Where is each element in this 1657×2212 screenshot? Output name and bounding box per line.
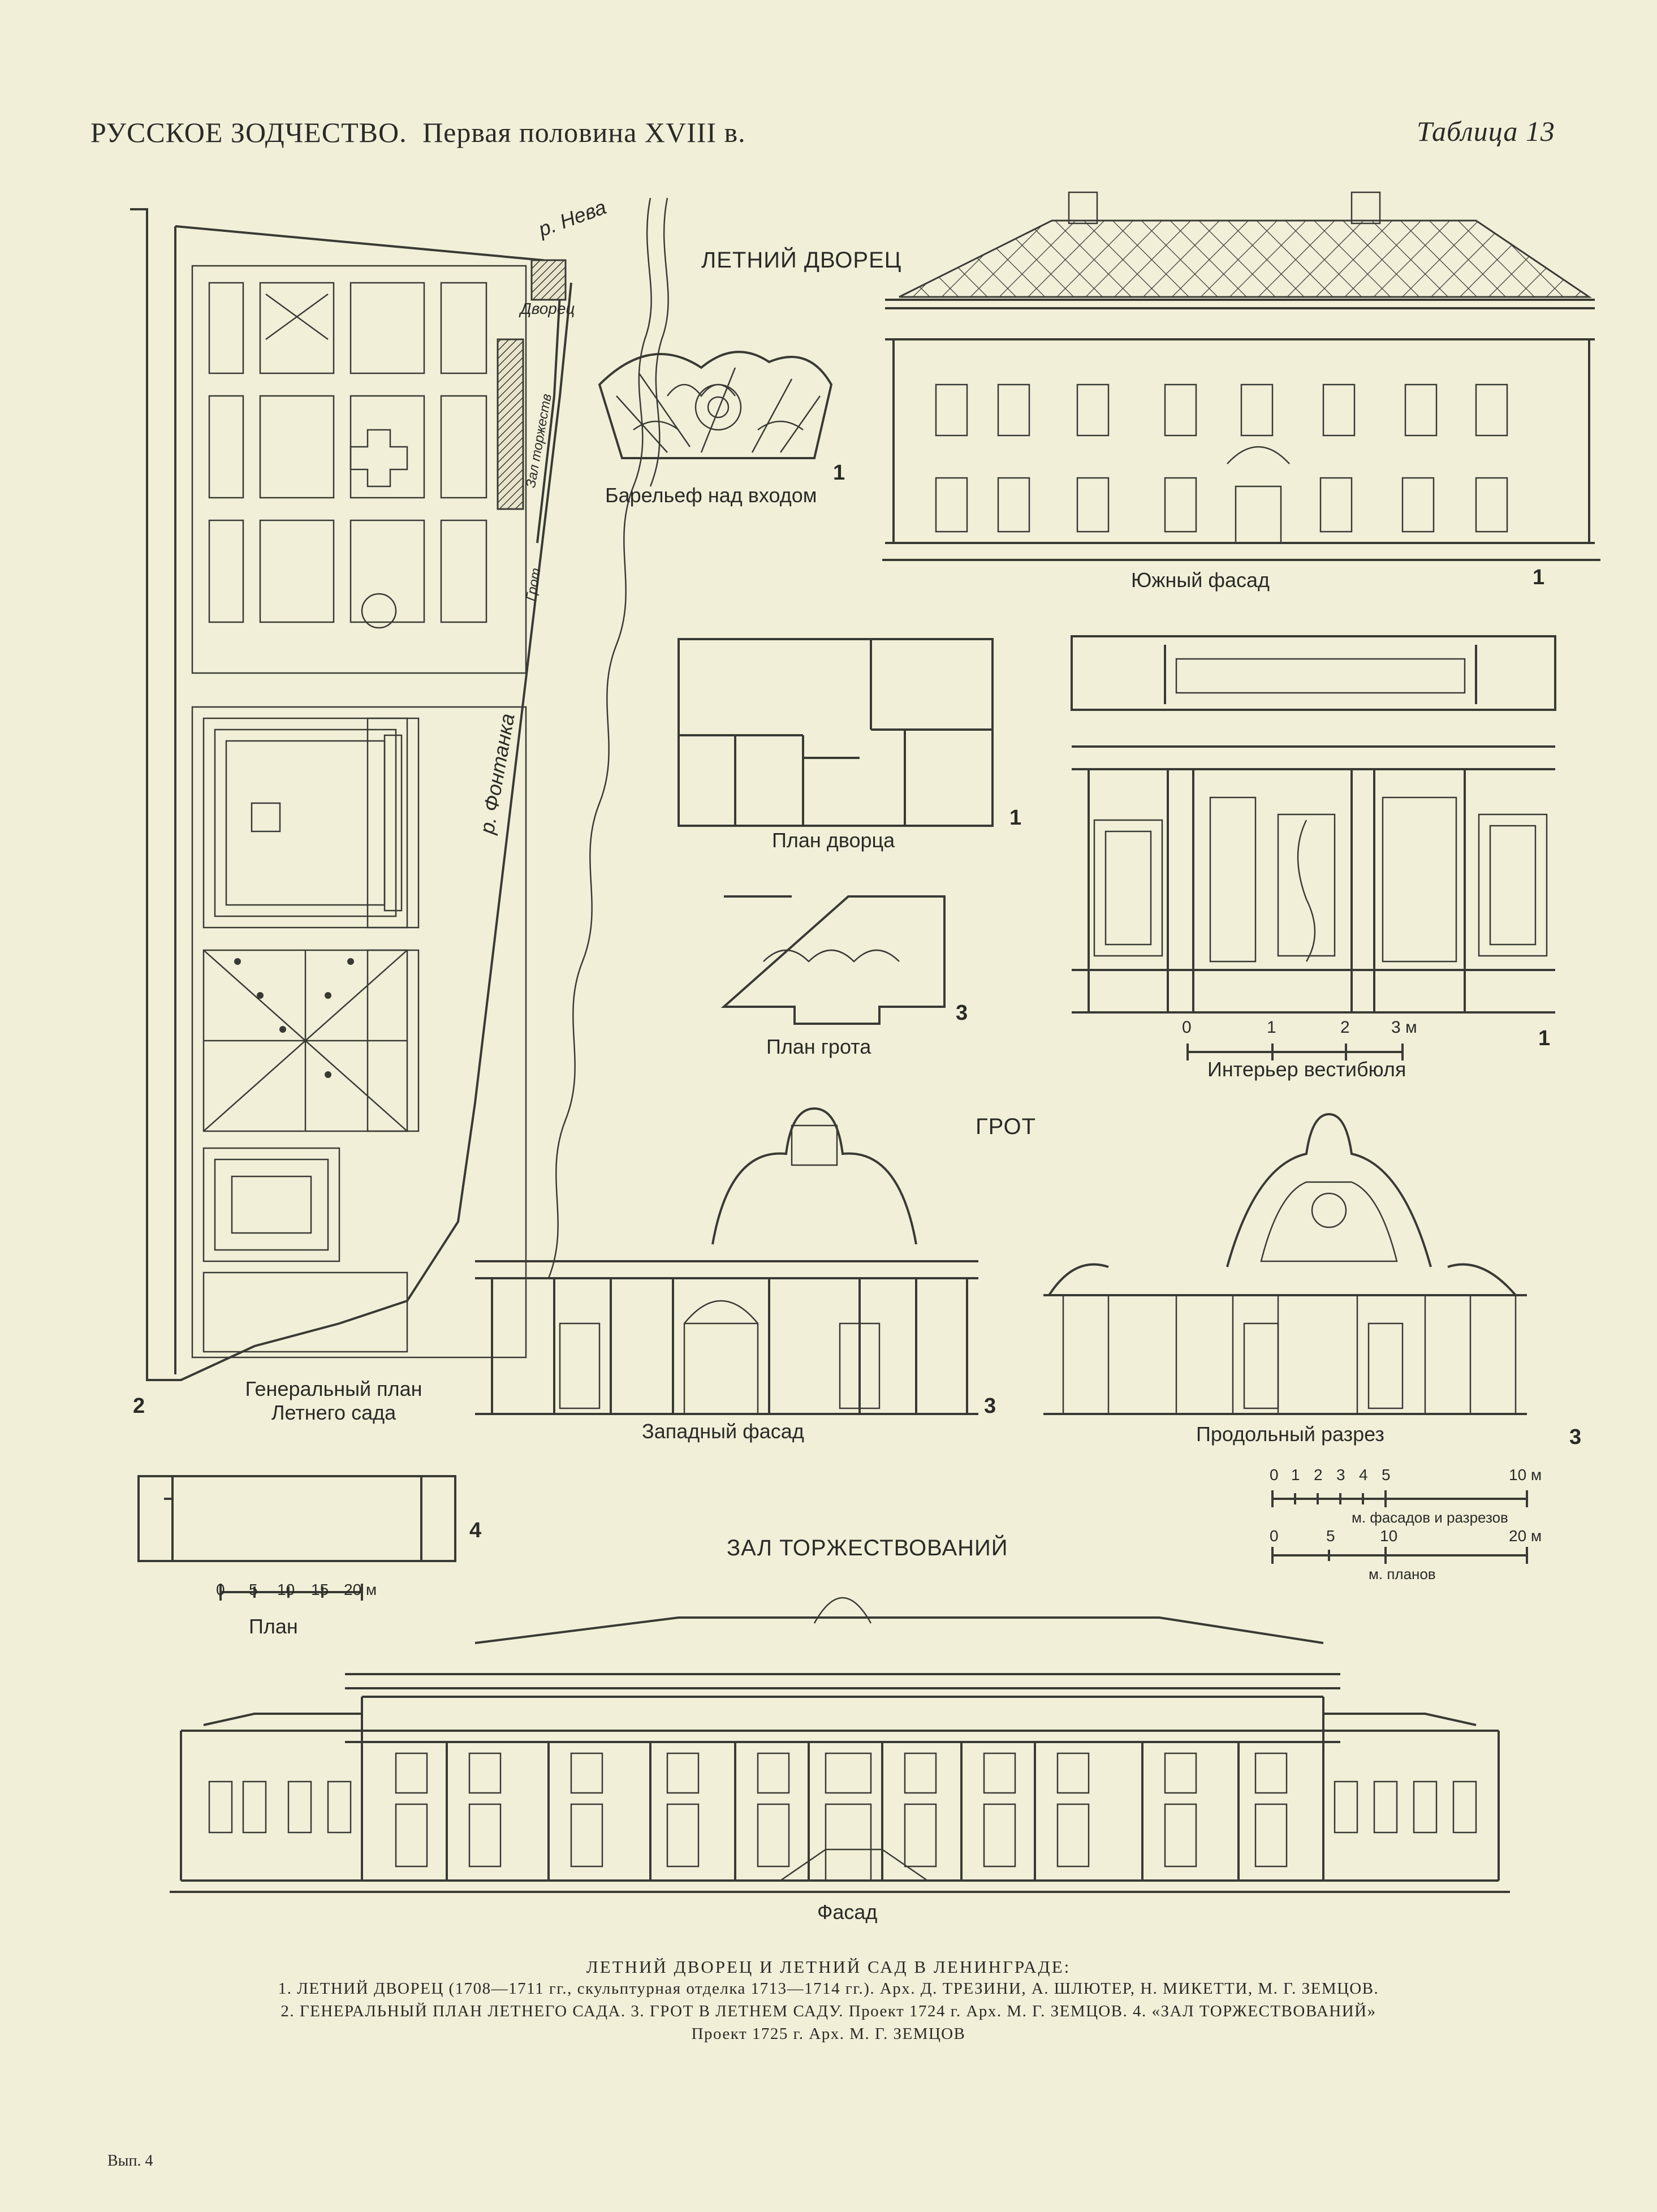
plans-scale-0: 0: [1270, 1527, 1279, 1545]
num-grotto-plan: 3: [956, 1001, 968, 1025]
title-grotto: ГРОТ: [976, 1114, 1037, 1139]
hall-plan-scale-15: 15: [311, 1581, 329, 1598]
label-relief: Барельеф над входом: [605, 484, 817, 507]
num-relief: 1: [833, 461, 845, 485]
num-west-facade: 3: [984, 1394, 996, 1418]
label-hall-facade: Фасад: [817, 1900, 878, 1924]
header-title-right: Первая половина XVIII в.: [422, 117, 746, 148]
facades-scale-label: м. фасадов и разрезов: [1352, 1509, 1508, 1526]
label-hall-plan: План: [249, 1615, 298, 1638]
num-general-plan: 2: [133, 1394, 145, 1418]
num-hall-plan: 4: [469, 1519, 482, 1542]
label-section: Продольный разрез: [1196, 1422, 1384, 1446]
title-summer-palace: ЛЕТНИЙ ДВОРЕЦ: [701, 248, 902, 273]
caption-line-3: 2. ГЕНЕРАЛЬНЫЙ ПЛАН ЛЕТНЕГО САДА. 3. ГРО…: [281, 2002, 1376, 2020]
label-palace-plan: План дворца: [772, 829, 895, 852]
facades-scale-bar: [1271, 1490, 1528, 1507]
hall-plan-scale-0: 0: [216, 1581, 225, 1598]
num-vestibule: 1: [1538, 1027, 1551, 1050]
header-title-left: РУССКОЕ ЗОДЧЕСТВО.: [90, 117, 407, 148]
label-palace-on-plan: Дворец: [520, 300, 575, 317]
label-general-plan-line1: Генеральный план: [245, 1377, 422, 1400]
facades-scale-3: 3: [1336, 1466, 1345, 1484]
title-hall: ЗАЛ ТОРЖЕСТВОВАНИЙ: [727, 1536, 1008, 1560]
plans-scale-10: 10: [1380, 1527, 1398, 1545]
label-vestibule: Интерьер вестибюля: [1207, 1058, 1406, 1081]
table-number: Таблица 13: [1417, 115, 1555, 147]
west-facade-drawing: [475, 1107, 978, 1415]
plans-scale-20: 20 м: [1509, 1527, 1542, 1545]
facades-scale-1: 1: [1291, 1466, 1300, 1484]
vestibule-drawing: [1071, 635, 1556, 1014]
label-south-facade: Южный фасад: [1131, 568, 1270, 592]
vestibule-scale-3: 3 м: [1391, 1018, 1417, 1037]
facades-scale-0: 0: [1270, 1466, 1279, 1484]
label-west-facade: Западный фасад: [642, 1420, 804, 1443]
hall-plan-scale-20: 20 м: [344, 1581, 377, 1598]
vestibule-scale-2: 2: [1340, 1018, 1350, 1037]
header-title: РУССКОЕ ЗОДЧЕСТВО. Первая половина XVIII…: [90, 116, 746, 149]
hall-plan-scale-10: 10: [277, 1581, 295, 1598]
label-grotto-plan: План грота: [766, 1035, 871, 1058]
relief-drawing: [598, 351, 833, 459]
vestibule-scale-1: 1: [1267, 1018, 1276, 1037]
palace-plan-drawing: [678, 638, 994, 827]
num-south-facade: 1: [1533, 566, 1545, 589]
issue-number: Вып. 4: [107, 2152, 153, 2170]
vestibule-scale-bar: [1186, 1044, 1404, 1060]
label-general-plan-line2: Летнего сада: [271, 1401, 396, 1424]
hall-plan-drawing: [137, 1475, 456, 1601]
facades-scale-2: 2: [1314, 1466, 1323, 1484]
vestibule-scale-0: 0: [1182, 1018, 1192, 1037]
facades-scale-5: 5: [1382, 1466, 1391, 1484]
caption-line-1: ЛЕТНИЙ ДВОРЕЦ И ЛЕТНИЙ САД В ЛЕНИНГРАДЕ:: [586, 1957, 1071, 1977]
hall-plan-scale-5: 5: [249, 1581, 258, 1598]
section-drawing: [1043, 1113, 1527, 1415]
facades-scale-4: 4: [1359, 1466, 1368, 1484]
hall-facade-drawing: [170, 1597, 1510, 1893]
num-palace-plan: 1: [1009, 806, 1022, 830]
general-plan-drawing: [130, 208, 572, 1381]
label-general-plan: Генеральный план Летнего сада: [243, 1377, 424, 1425]
plans-scale-label: м. планов: [1369, 1566, 1436, 1583]
num-section: 3: [1569, 1425, 1582, 1449]
facades-scale-10: 10 м: [1509, 1466, 1542, 1484]
grotto-plan-drawing: [720, 895, 946, 1025]
plans-scale-5: 5: [1326, 1527, 1335, 1545]
plans-scale-bar: [1271, 1547, 1528, 1564]
south-facade-drawing: [882, 191, 1600, 561]
caption-line-4: Проект 1725 г. Арх. М. Г. ЗЕМЦОВ: [691, 2025, 966, 2043]
caption-line-2: 1. ЛЕТНИЙ ДВОРЕЦ (1708—1711 гг., скульпт…: [278, 1980, 1379, 1998]
